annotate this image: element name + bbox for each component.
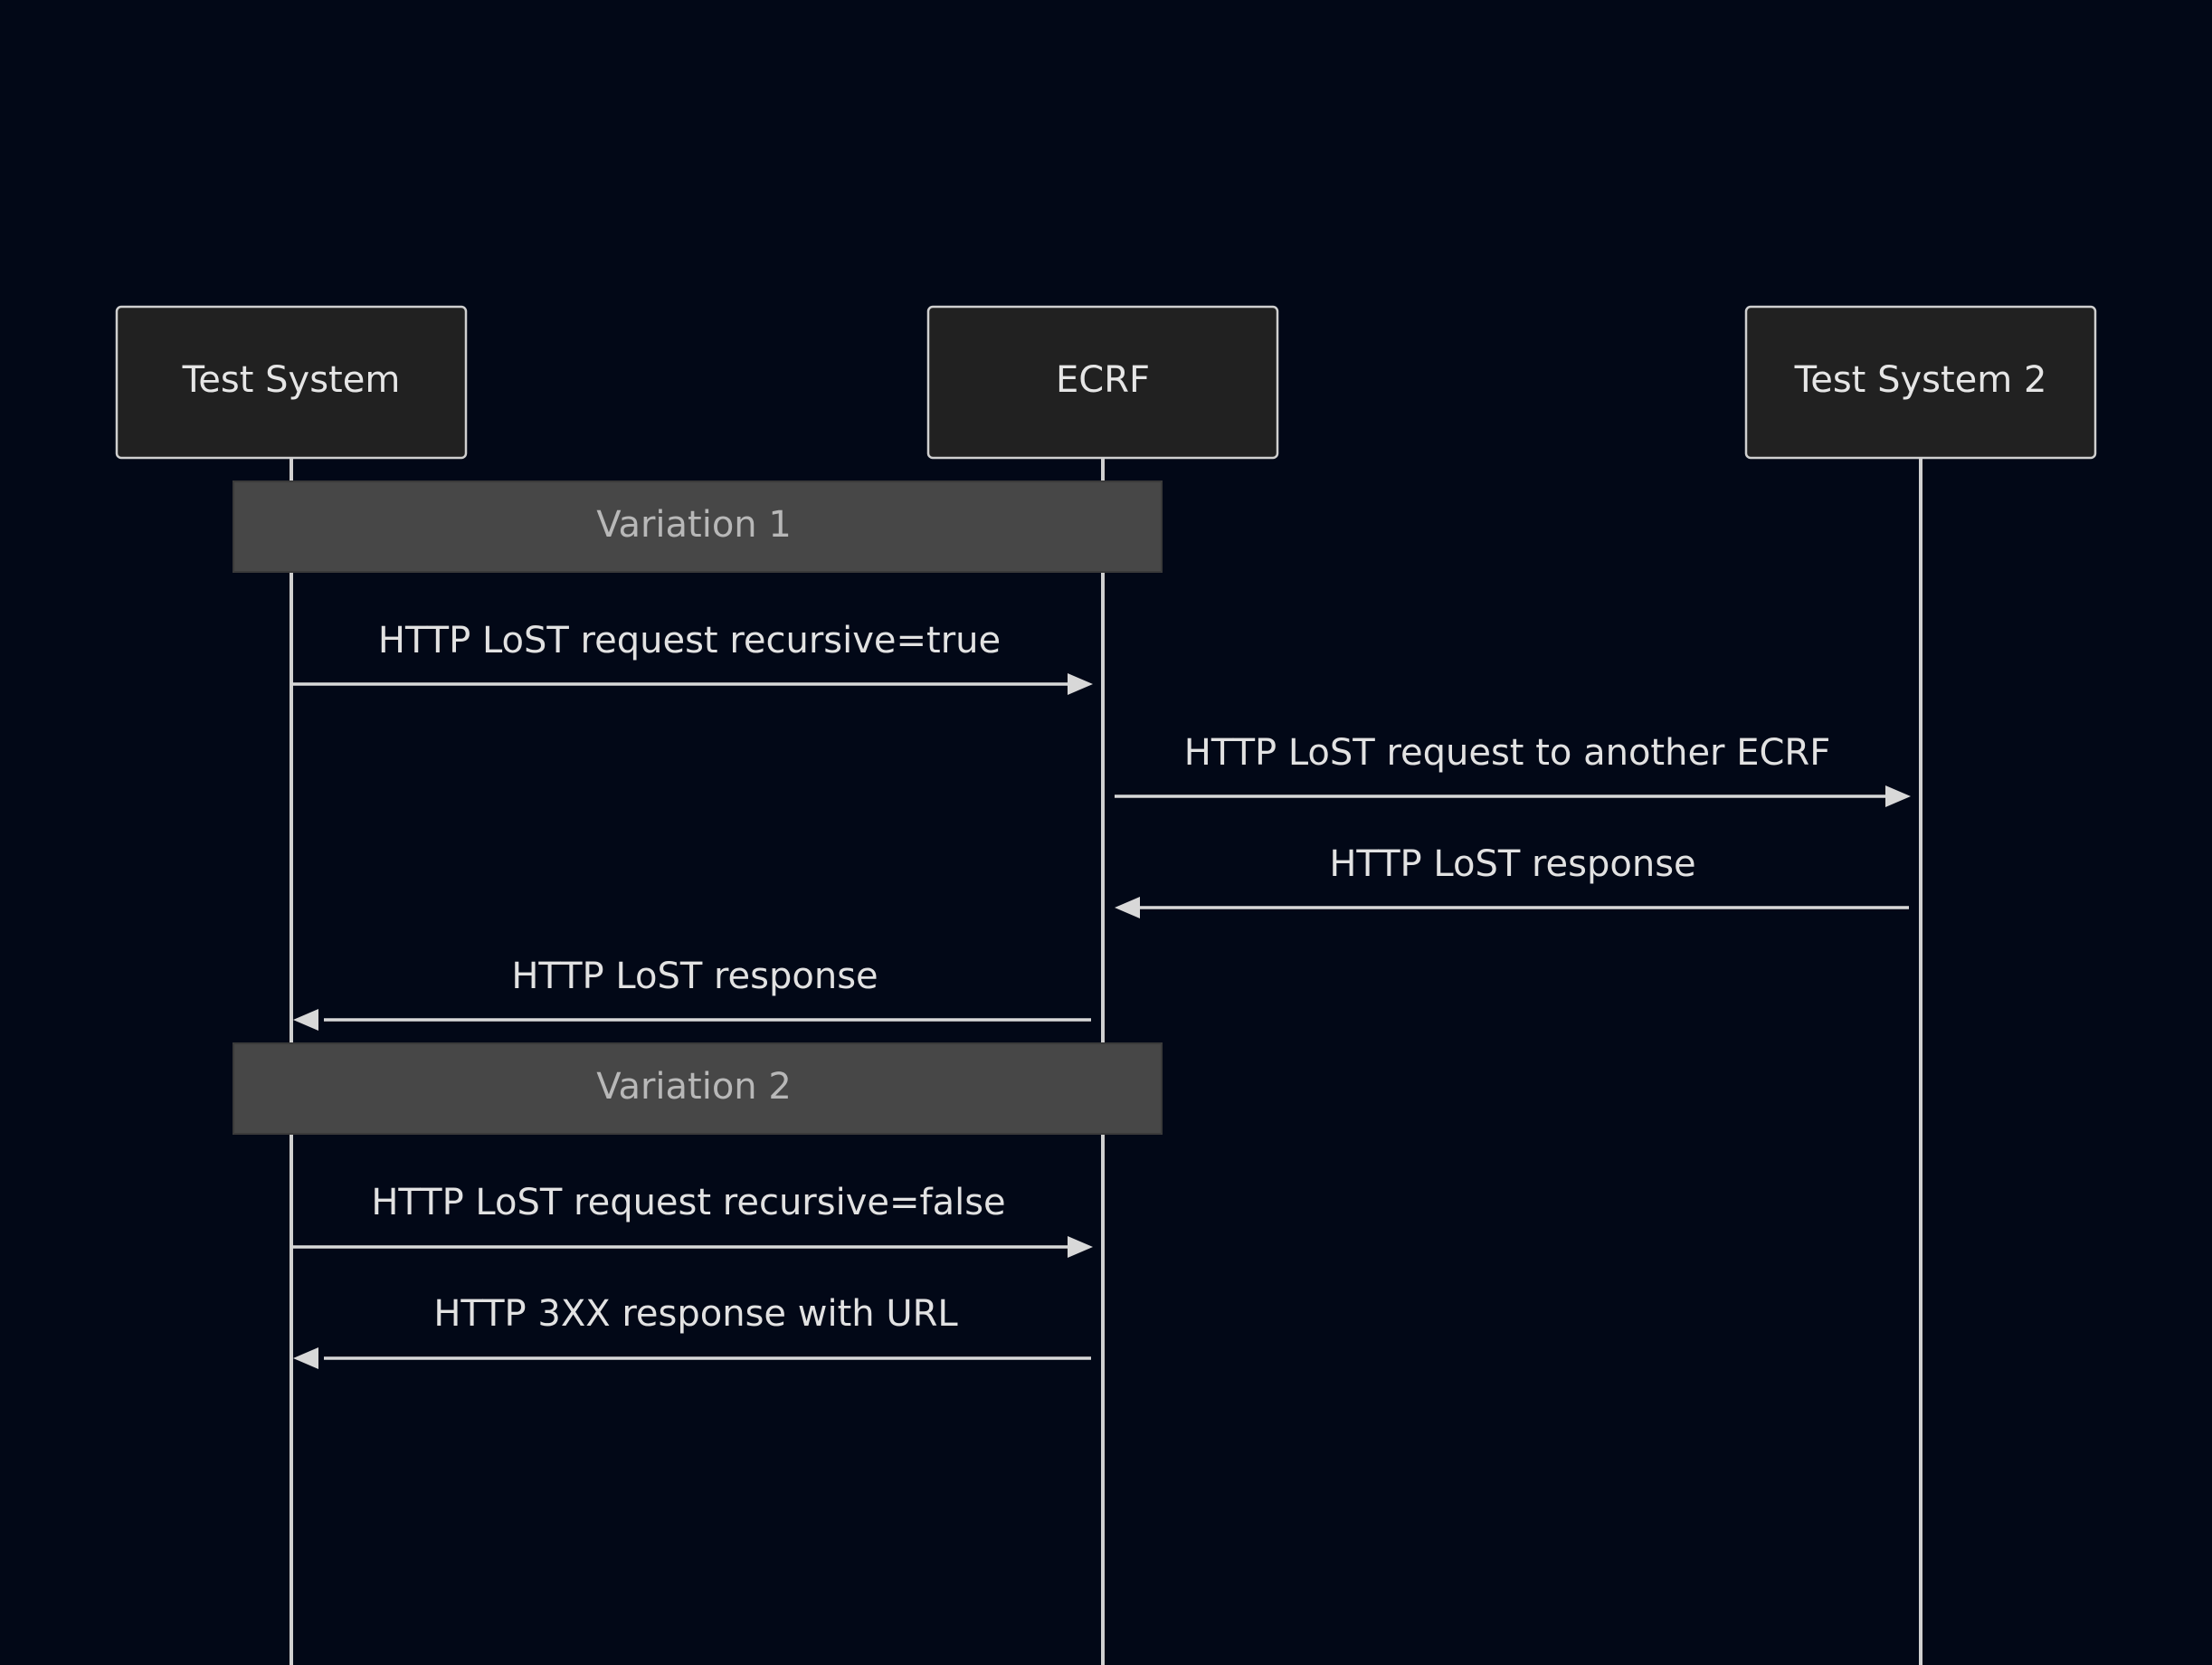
message-request-to-another-ecrf: HTTP LoST request to another ECRF xyxy=(1115,732,1911,807)
message-request-recursive-false-label: HTTP LoST request recursive=false xyxy=(371,1182,1005,1223)
message-response-from-ts2: HTTP LoST response xyxy=(1115,843,1909,918)
message-request-recursive-true-label: HTTP LoST request recursive=true xyxy=(378,620,1001,661)
participant-ecrf: ECRF xyxy=(926,305,1279,460)
message-request-recursive-false: HTTP LoST request recursive=false xyxy=(291,1182,1093,1258)
arrowhead-right xyxy=(1885,785,1911,807)
note-variation-2-label: Variation 2 xyxy=(596,1066,792,1108)
participant-test-system: Test System xyxy=(115,305,468,460)
note-variation-1: Variation 1 xyxy=(233,480,1163,573)
arrowhead-left xyxy=(293,1347,318,1369)
participant-test-system-2: Test System 2 xyxy=(1744,305,2097,460)
arrowhead-left xyxy=(293,1009,318,1031)
participant-ecrf-label: ECRF xyxy=(1056,359,1150,401)
participant-test-system-label: Test System xyxy=(182,359,401,401)
arrowhead-right xyxy=(1068,673,1093,695)
note-variation-2: Variation 2 xyxy=(233,1042,1163,1135)
arrowhead-left xyxy=(1115,897,1140,918)
message-request-to-another-ecrf-label: HTTP LoST request to another ECRF xyxy=(1184,732,1830,774)
message-response-to-ts: HTTP LoST response xyxy=(293,956,1091,1031)
arrowhead-right xyxy=(1068,1236,1093,1258)
note-variation-1-label: Variation 1 xyxy=(596,504,792,546)
message-response-from-ts2-label: HTTP LoST response xyxy=(1329,843,1695,885)
message-request-recursive-true: HTTP LoST request recursive=true xyxy=(291,620,1093,695)
message-3xx-response-label: HTTP 3XX response with URL xyxy=(433,1293,958,1335)
message-response-to-ts-label: HTTP LoST response xyxy=(511,956,878,997)
participant-test-system-2-label: Test System 2 xyxy=(1794,359,2047,401)
message-3xx-response: HTTP 3XX response with URL xyxy=(293,1293,1091,1369)
